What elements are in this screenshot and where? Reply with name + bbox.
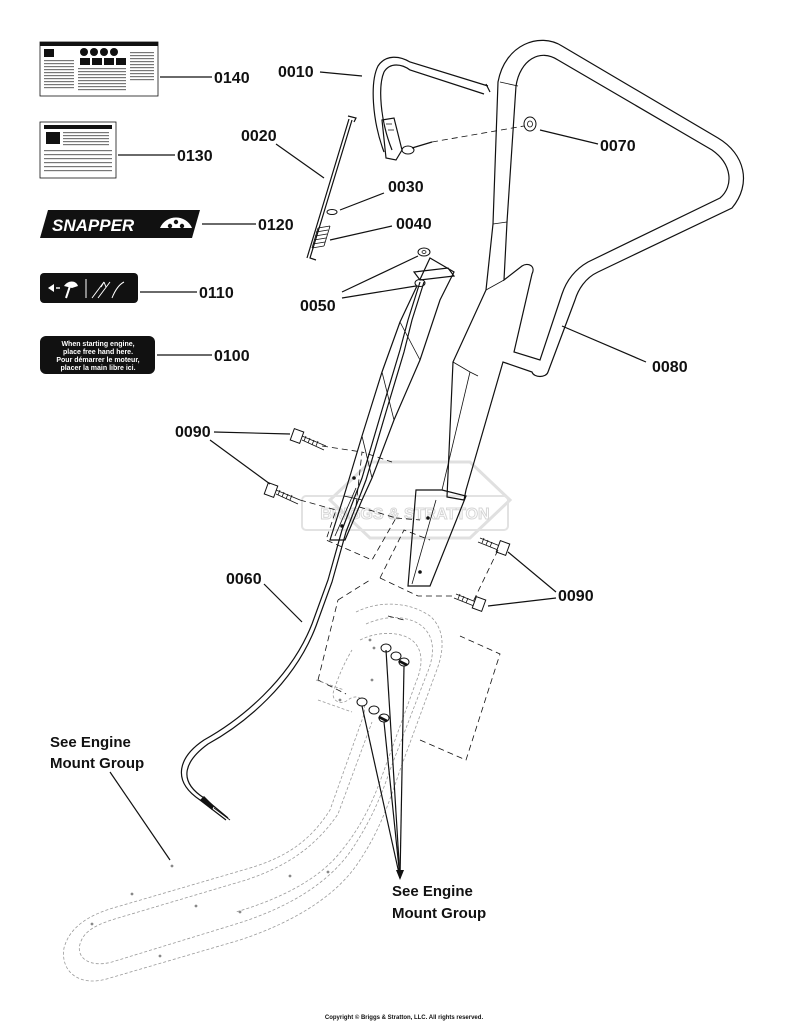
leader-0090-c [507,551,557,593]
leaders-engine-mount-right [361,649,405,880]
decal-0100: When starting engine, place free hand he… [40,336,155,374]
leader-0020 [275,143,325,179]
callout-0120: 0120 [258,217,294,234]
bail-dashline [431,125,525,143]
callout-0010: 0010 [278,64,314,81]
rod-0020 [306,115,357,261]
callout-0030: 0030 [388,179,424,196]
decal-0140 [39,41,159,97]
callout-0090-right: 0090 [558,588,594,605]
engine-mount-frame [63,603,443,982]
leader-0090-d [487,597,557,607]
dash-box-mount [317,579,501,761]
decal-text-3: Pour démarrer le moteur, [56,357,139,364]
leader-0050-a [341,255,419,293]
decal-text-1: When starting engine, [61,341,134,348]
washer-0030 [326,209,338,215]
ref-engine-mount-left-2: Mount Group [50,755,144,772]
decal-0130 [39,121,117,179]
cable-0060 [180,281,425,821]
leader-0010 [319,71,363,77]
dash-box-left [299,445,397,561]
bolt-0090-lower-right [453,593,487,612]
callout-0130: 0130 [177,148,213,165]
callout-0060: 0060 [226,571,262,588]
leader-0070 [539,129,599,145]
decal-0110 [40,273,138,303]
leader-engine-mount-left [109,771,171,861]
leader-0060 [263,583,303,623]
leader-0050-b [341,285,417,299]
decal-text-4: placer la main libre ici. [60,365,135,372]
decal-text-2: place free hand here. [63,349,133,356]
logo-text: SNAPPER [52,216,135,235]
decal-0120-logo: SNAPPER [40,210,200,238]
handle-0080 [407,39,745,587]
callout-0140: 0140 [214,70,250,87]
dash-box-right [379,517,499,605]
callout-0110: 0110 [199,285,234,302]
leader-0080 [561,325,647,363]
leader-0090-a [213,431,291,435]
callout-0070: 0070 [600,138,636,155]
spring-0040 [311,225,331,249]
leader-0090-b [209,439,271,485]
bolt-0090-lower-left [263,482,301,505]
callout-0050: 0050 [300,298,336,315]
handle-left-section [329,257,455,541]
leader-0030 [339,192,385,211]
callout-0090-left: 0090 [175,424,211,441]
leader-0040 [329,225,393,241]
ref-engine-mount-right-1: See Engine [392,883,473,900]
mount-hardware [356,643,410,723]
callout-0080: 0080 [652,359,688,376]
bolt-0090-upper-right [477,537,511,556]
bail-0010 [372,56,491,161]
callout-0040: 0040 [396,216,432,233]
nuts-0050 [412,247,456,287]
watermark: BRIGGS & STRATTON [301,460,513,540]
ref-engine-mount-left-1: See Engine [50,734,131,751]
callout-0020: 0020 [241,128,277,145]
bolt-0090-upper-left [289,428,327,451]
copyright: Copyright © Briggs & Stratton, LLC. All … [325,1014,484,1021]
ref-engine-mount-right-2: Mount Group [392,905,486,922]
callout-0100: 0100 [214,348,250,365]
watermark-text: BRIGGS & STRATTON [320,506,489,523]
